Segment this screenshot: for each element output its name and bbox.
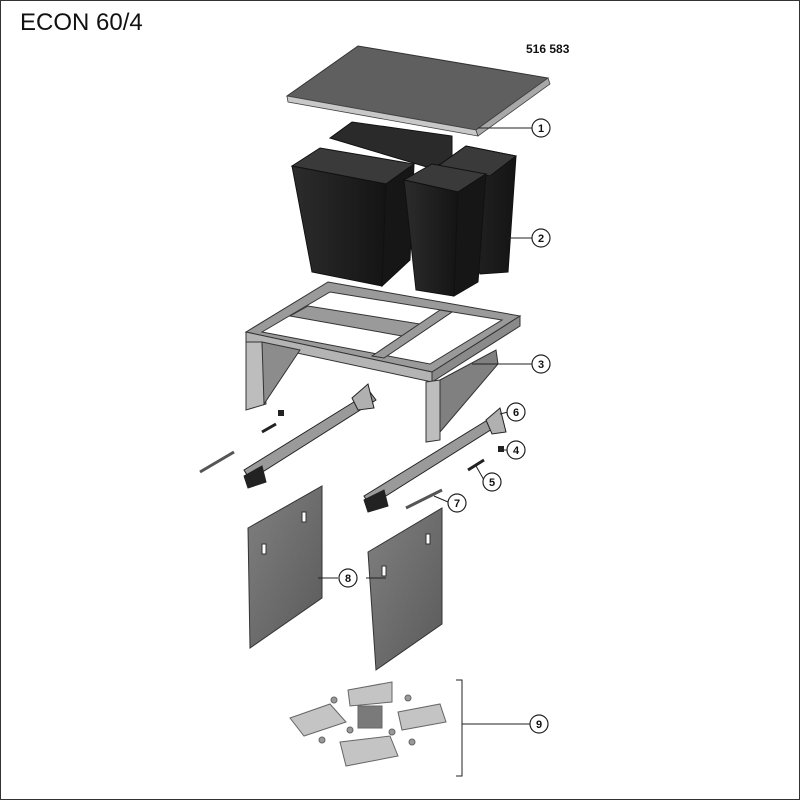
fixing-kit-bracket [456,679,463,777]
product-title: ECON 60/4 [20,9,143,36]
callout-5: 5 [482,472,502,492]
callout-2: 2 [531,228,551,248]
spring-part [261,422,485,472]
pin-part [278,410,504,452]
frame-part [244,281,522,443]
callout-7: 7 [447,493,467,513]
callout-3: 3 [531,354,551,374]
callout-number: 8 [345,573,351,585]
rod-part [199,450,443,510]
callout-number: 7 [454,498,460,510]
callout-number: 1 [538,123,544,135]
article-number: 516 583 [526,42,570,56]
side-panel-part [247,485,443,671]
callout-6: 6 [506,402,526,422]
callout-1: 1 [531,118,551,138]
callout-number: 9 [536,719,542,731]
callout-number: 4 [513,445,520,457]
bins-part [290,121,518,297]
fixing-kit-part [289,681,447,767]
callout-8: 8 [338,568,358,588]
callout-9: 9 [529,714,549,734]
lid-part [285,45,551,137]
callout-number: 2 [538,233,544,245]
callout-number: 5 [489,477,495,489]
runner-part [243,383,507,513]
callout-number: 6 [513,407,519,419]
callout-number: 3 [538,359,544,371]
callout-4: 4 [506,440,526,460]
leader-lines [318,127,532,725]
